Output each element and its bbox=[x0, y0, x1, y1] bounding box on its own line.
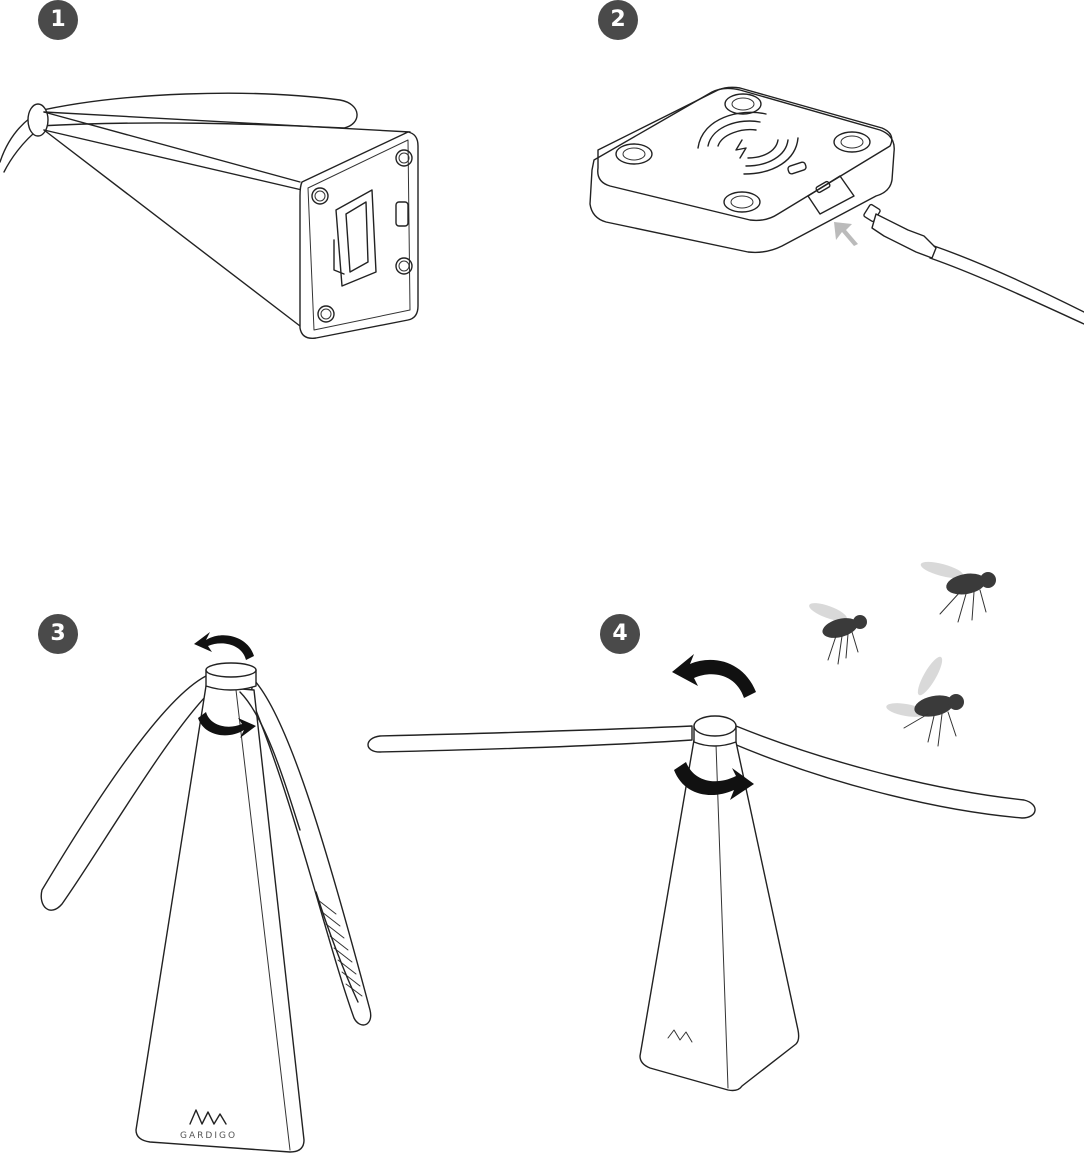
fly-icon bbox=[809, 603, 867, 665]
step-badge-1: 1 bbox=[38, 0, 78, 40]
step-1-device-base-view bbox=[0, 92, 419, 339]
step-3-folded-device: GARDIGO bbox=[40, 632, 372, 1153]
step-badge-3: 3 bbox=[38, 614, 78, 654]
rotate-arrow-icon bbox=[674, 762, 754, 800]
usb-cable-icon bbox=[863, 203, 1084, 325]
step-badge-2: 2 bbox=[598, 0, 638, 40]
fly-icon bbox=[886, 656, 964, 747]
wireless-charging-icon bbox=[697, 111, 799, 175]
rotate-arrow-icon bbox=[672, 654, 756, 698]
step-4-spinning-device bbox=[367, 561, 1036, 1092]
fly-icon bbox=[920, 561, 996, 623]
insert-arrow-icon bbox=[834, 222, 858, 246]
step-2-charging-pad bbox=[589, 86, 1084, 325]
step-badge-4: 4 bbox=[600, 614, 640, 654]
rotate-arrow-icon bbox=[198, 712, 256, 738]
brand-logo-text: GARDIGO bbox=[180, 1131, 237, 1141]
rotate-arrow-icon bbox=[194, 632, 254, 660]
